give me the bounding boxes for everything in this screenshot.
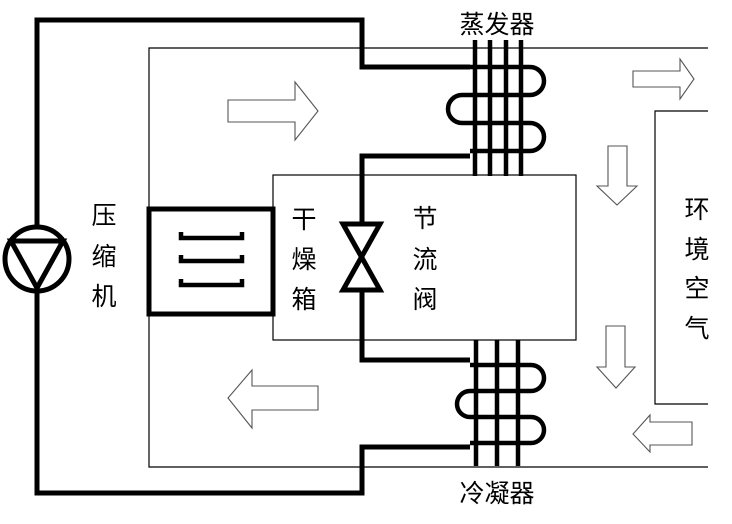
svg-text:箱: 箱 bbox=[291, 285, 316, 314]
arrow-right-icon bbox=[632, 57, 695, 101]
throttle-valve-label: 节 流 阀 bbox=[412, 204, 437, 314]
compressor-symbol bbox=[2, 224, 72, 294]
svg-text:境: 境 bbox=[684, 235, 709, 264]
svg-text:气: 气 bbox=[684, 314, 709, 343]
arrow-down-icon bbox=[595, 325, 637, 389]
ambient-air-label: 环 境 空 气 bbox=[684, 195, 709, 343]
throttle-valve-symbol bbox=[338, 221, 385, 293]
evaporator-coil bbox=[445, 40, 547, 176]
svg-text:阀: 阀 bbox=[412, 285, 437, 314]
drying-box-symbol bbox=[146, 206, 276, 317]
airflow-arrows bbox=[227, 57, 695, 454]
arrow-left-icon bbox=[227, 368, 319, 430]
arrow-right-icon bbox=[227, 80, 319, 142]
svg-text:流: 流 bbox=[412, 245, 437, 274]
arrow-down-icon bbox=[595, 145, 639, 206]
svg-text:燥: 燥 bbox=[291, 245, 316, 274]
svg-text:机: 机 bbox=[91, 282, 116, 311]
svg-text:空: 空 bbox=[684, 274, 709, 303]
svg-text:压: 压 bbox=[91, 201, 116, 230]
drying-box-label: 干 燥 箱 bbox=[291, 205, 316, 314]
condenser-label: 冷凝器 bbox=[459, 479, 534, 508]
refrigerant-loop bbox=[34, 17, 470, 496]
svg-text:环: 环 bbox=[684, 195, 709, 224]
svg-text:缩: 缩 bbox=[91, 242, 116, 271]
svg-text:干: 干 bbox=[291, 205, 316, 234]
evaporator-label: 蒸发器 bbox=[459, 10, 534, 39]
arrow-left-icon bbox=[632, 413, 693, 454]
svg-text:节: 节 bbox=[412, 204, 437, 233]
condenser-coil bbox=[454, 340, 547, 466]
compressor-label: 压 缩 机 bbox=[91, 201, 116, 311]
